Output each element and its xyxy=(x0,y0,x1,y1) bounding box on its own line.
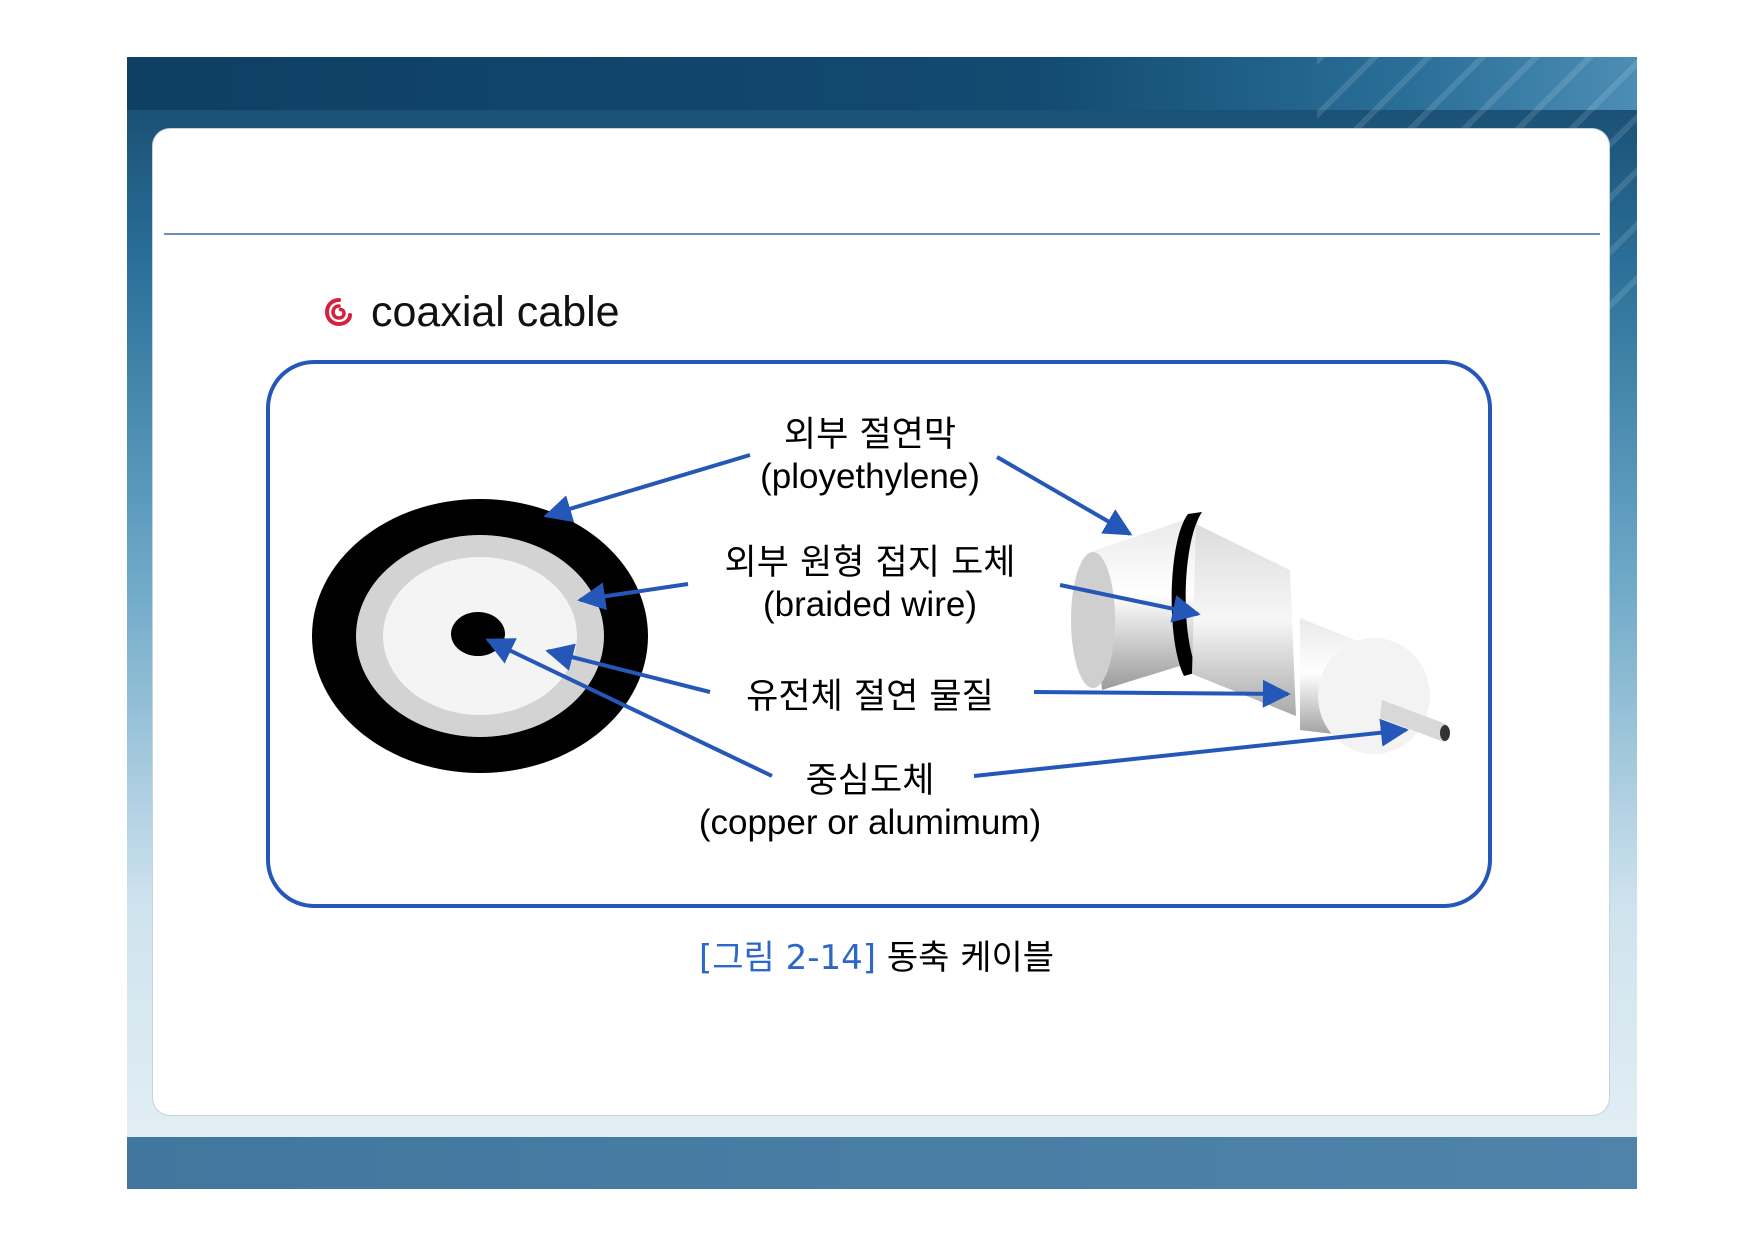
arrow-jacket-left xyxy=(543,453,751,523)
title-divider xyxy=(164,233,1600,235)
arrow-jacket-right xyxy=(995,455,1133,536)
label-outer-conductor-ko: 외부 원형 접지 도체 xyxy=(724,543,1016,583)
label-dielectric: 유전체 절연 물질 xyxy=(700,668,1040,719)
slide-bottom-bar xyxy=(127,1137,1637,1189)
label-center-conductor-en: (copper or alumimum) xyxy=(698,803,1042,842)
bullet-text: coaxial cable xyxy=(371,287,620,336)
figure-caption: [그림 2-14] 동축 케이블 xyxy=(0,930,1753,979)
diagram-frame xyxy=(266,360,1492,908)
figure-caption-number: [그림 2-14] xyxy=(698,938,877,978)
cable-center-wire xyxy=(1380,700,1446,742)
cable-jacket-edge-band xyxy=(1171,512,1202,676)
arrow-shield-right xyxy=(1059,583,1201,623)
arrow-dielectric-left xyxy=(545,643,711,694)
arrow-dielectric-right xyxy=(1033,679,1291,708)
label-center-conductor-ko: 중심도체 xyxy=(805,761,935,801)
swirl-bullet-icon xyxy=(324,298,352,327)
callout-arrows xyxy=(485,453,1409,778)
label-outer-conductor-en: (braided wire) xyxy=(763,585,977,624)
label-outer-insulation: 외부 절연막 (ployethylene) xyxy=(720,406,1020,497)
cable-center-wire-tip xyxy=(1440,725,1450,741)
label-outer-insulation-ko: 외부 절연막 xyxy=(783,415,957,455)
cross-section-center-conductor xyxy=(451,612,505,656)
label-outer-insulation-en: (ployethylene) xyxy=(760,457,980,496)
label-dielectric-ko: 유전체 절연 물질 xyxy=(746,677,994,717)
cable-3d-view xyxy=(1071,512,1450,754)
bullet-item: coaxial cable xyxy=(323,287,620,337)
cable-cross-section xyxy=(312,499,648,773)
figure-caption-text: 동축 케이블 xyxy=(886,938,1055,978)
label-outer-conductor: 외부 원형 접지 도체 (braided wire) xyxy=(670,534,1070,625)
arrow-center-left xyxy=(485,638,773,778)
slide-top-bar xyxy=(127,57,1637,110)
cable-braided-shield xyxy=(1192,524,1296,716)
arrow-center-right xyxy=(973,718,1409,778)
arrow-shield-left xyxy=(577,582,689,611)
label-center-conductor: 중심도체 (copper or alumimum) xyxy=(660,752,1080,843)
